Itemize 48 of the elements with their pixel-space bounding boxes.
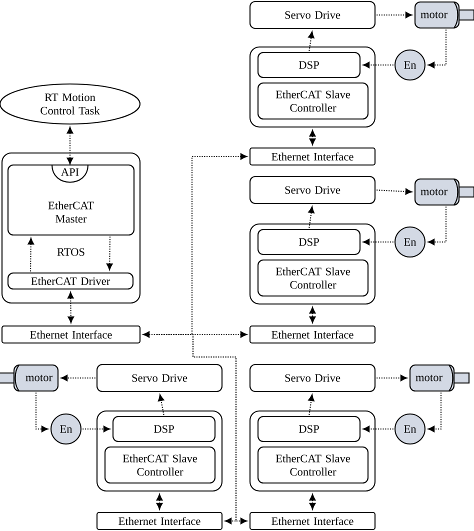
interface-box: Ethernet Interface <box>249 512 376 530</box>
motor-drawing: motor <box>414 178 474 206</box>
motor-drawing: motor <box>0 364 59 392</box>
arrow <box>60 374 96 382</box>
arrow <box>82 426 110 432</box>
controller-box: EtherCAT Slave Controller <box>257 259 369 297</box>
arrow <box>362 238 394 246</box>
interface-box: Ethernet Interface <box>249 325 376 344</box>
servo-drive-box: Servo Drive <box>249 0 376 30</box>
arrow <box>66 126 74 164</box>
servo-drive-box: Servo Drive <box>96 364 223 392</box>
motor-drawing: motor <box>409 364 470 392</box>
arrow <box>156 494 163 510</box>
arrow <box>158 394 164 416</box>
arrow <box>308 31 314 51</box>
arrow <box>309 494 316 510</box>
controller-box: EtherCAT Slave Controller <box>257 446 369 484</box>
interface-box: Ethernet Interface <box>96 512 223 530</box>
interface-box: Ethernet Interface <box>1 325 141 344</box>
arrow <box>28 238 34 272</box>
dsp-box: DSP <box>112 416 216 442</box>
api-semicircle: API <box>51 164 89 183</box>
arrow <box>308 206 314 228</box>
arrow <box>67 292 74 324</box>
arrow <box>308 394 314 415</box>
dsp-box: DSP <box>257 228 361 256</box>
servo-drive-box: Servo Drive <box>249 176 376 204</box>
arrow <box>35 392 48 432</box>
driver-box: EtherCAT Driver <box>7 272 134 290</box>
interface-box: Ethernet Interface <box>249 147 376 166</box>
dsp-box: DSP <box>257 416 361 442</box>
arrow <box>309 130 316 146</box>
servo-drive-box: Servo Drive <box>249 364 376 392</box>
arrow <box>142 331 248 338</box>
arrow <box>362 426 394 432</box>
motor-drawing: motor <box>414 1 474 29</box>
arrow <box>376 188 412 195</box>
arrow <box>428 392 442 432</box>
arrow <box>106 236 113 270</box>
dsp-box: DSP <box>257 52 361 78</box>
arrow <box>309 306 316 324</box>
controller-box: EtherCAT Slave Controller <box>257 82 369 120</box>
arrow <box>376 374 408 382</box>
arrow <box>428 206 447 246</box>
arrow <box>376 12 412 18</box>
arrow <box>428 30 447 68</box>
controller-box: EtherCAT Slave Controller <box>104 446 216 484</box>
arrow <box>362 62 394 68</box>
